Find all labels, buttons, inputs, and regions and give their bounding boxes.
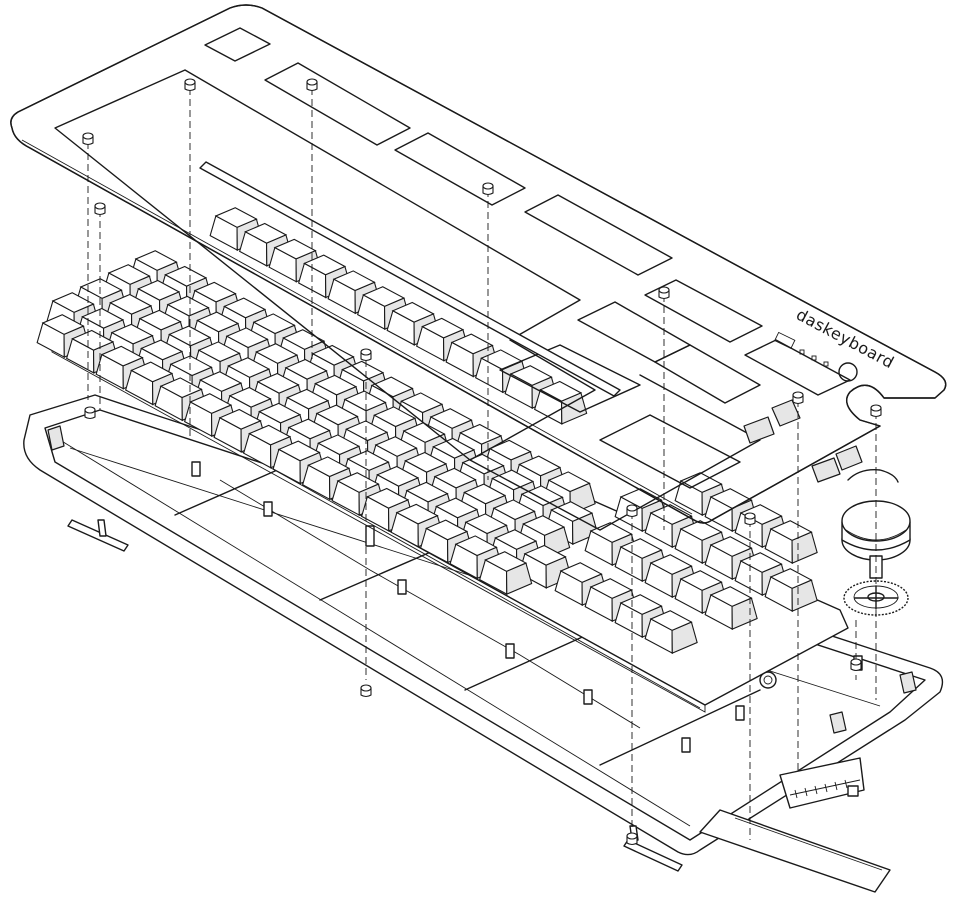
screw-icon — [84, 406, 96, 420]
slide-out-tray — [699, 757, 891, 893]
screw-icon — [658, 286, 670, 300]
key-cap-icon — [518, 544, 572, 589]
screw-icon — [850, 658, 862, 672]
stabilizer-bar — [199, 161, 621, 397]
media-button — [771, 399, 801, 427]
key-cap-icon — [704, 586, 758, 631]
volume-knob-icon — [841, 500, 911, 579]
feet — [67, 519, 683, 872]
screw-icon — [626, 832, 638, 846]
screw-icon — [184, 78, 196, 92]
media-button — [835, 445, 863, 471]
foot-right — [623, 839, 683, 872]
foot-left — [67, 519, 129, 552]
screw-icon — [870, 404, 882, 418]
media-button — [811, 457, 841, 483]
ruler — [779, 757, 865, 809]
bezel-slot — [204, 27, 271, 62]
screw-icon — [94, 202, 106, 216]
key-caps — [36, 207, 818, 655]
knob-ring — [847, 469, 899, 483]
screw-icon — [360, 348, 372, 362]
key-cap-icon — [479, 551, 533, 596]
assembly-guides — [87, 88, 877, 840]
screw-icon — [626, 504, 638, 518]
key-cap-icon — [644, 610, 698, 655]
screw-icon — [306, 78, 318, 92]
screw-icon — [82, 132, 94, 146]
key-cap-icon — [764, 520, 818, 565]
screw-icon — [482, 182, 494, 196]
media-button — [743, 416, 775, 444]
screw-icon — [744, 512, 756, 526]
gear-wheel-icon — [843, 580, 909, 616]
screw-icon — [792, 391, 804, 405]
screws — [82, 78, 882, 846]
screw-icon — [360, 684, 372, 698]
